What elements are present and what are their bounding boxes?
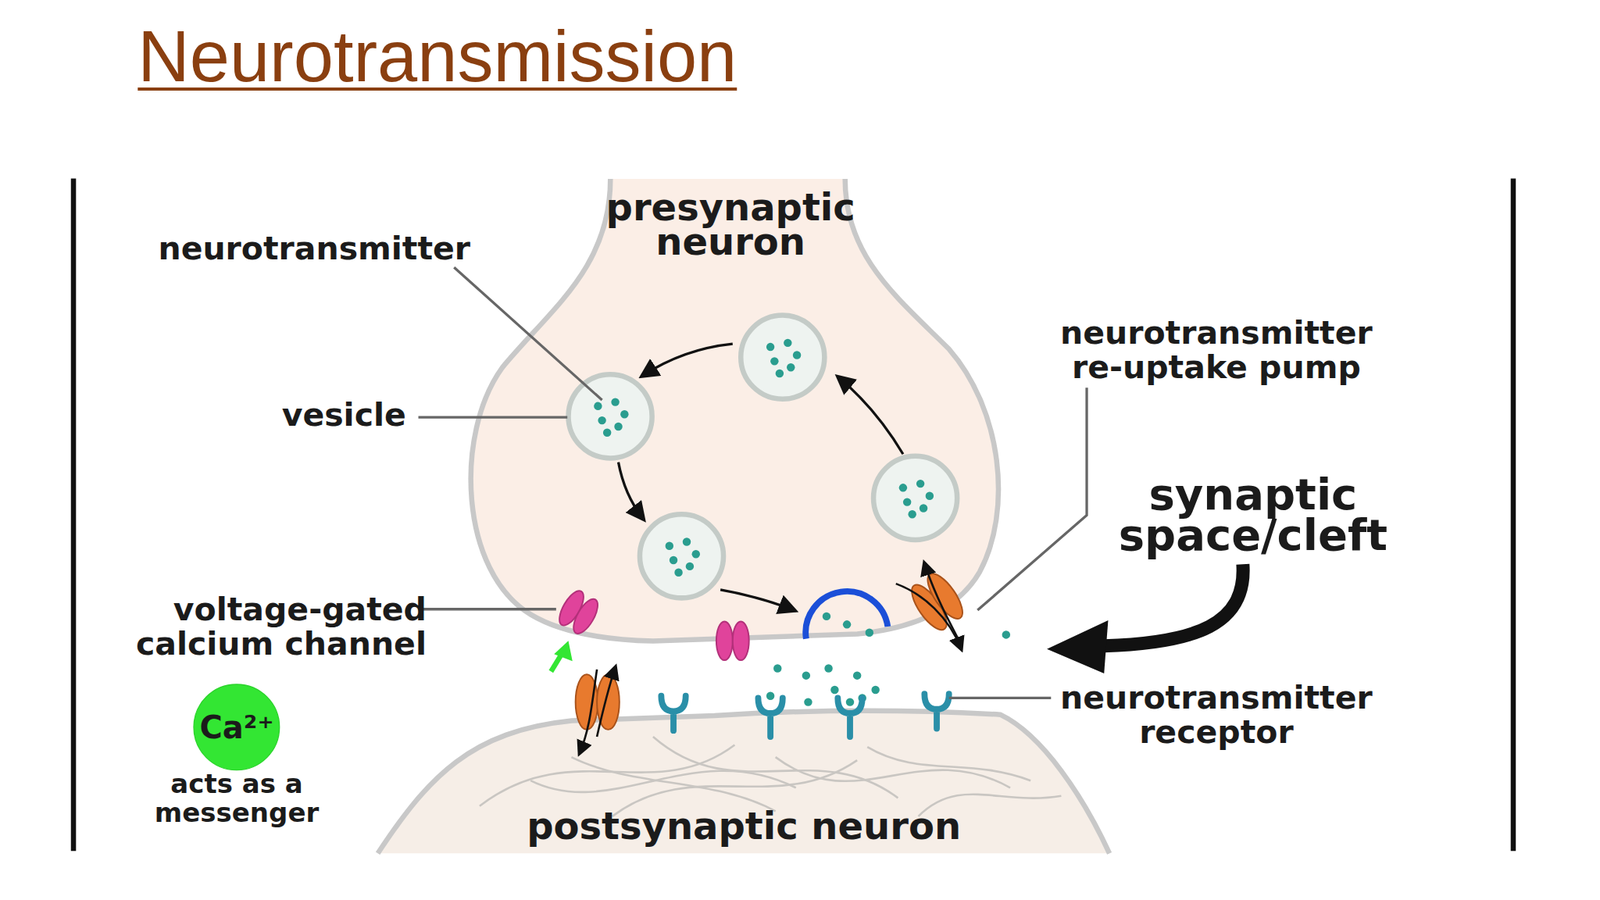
postsynaptic-neuron: postsynaptic neuron [375, 702, 1113, 856]
dot [871, 685, 879, 694]
arrow-head [553, 640, 573, 661]
part-label: vesicle [244, 397, 406, 433]
arrow-shaft [1103, 564, 1243, 646]
dot [766, 692, 775, 700]
presynaptic-neuron: presynaptic neuron [459, 175, 1011, 647]
arrow-head [1046, 620, 1108, 674]
neuron-membrane [470, 178, 998, 642]
part-label: neurotransmitter [157, 231, 505, 266]
part-label: neurotransmitter re-uptake pump [1042, 315, 1390, 386]
arrow-shaft [550, 653, 562, 672]
page-title: Neurotransmission [137, 20, 737, 93]
neuron-label: postsynaptic neuron [489, 807, 1000, 845]
frame-bar [1510, 178, 1517, 852]
note-label: acts as a messenger [144, 769, 329, 827]
ion-symbol: Ca²⁺ [193, 684, 280, 771]
dot [824, 664, 833, 672]
part-label: neurotransmitter receptor [1042, 680, 1390, 750]
part-label: voltage-gated calcium channel [100, 592, 427, 662]
dot [830, 685, 839, 694]
dot [853, 671, 861, 679]
dot [857, 693, 866, 702]
dot [1002, 630, 1011, 639]
neuron-membrane [377, 710, 1109, 854]
frame-bar [71, 178, 77, 852]
neuron-label: presynaptic neuron [577, 189, 884, 259]
ion-disc [193, 684, 280, 771]
calcium-influx-arrow [550, 640, 572, 672]
region-label: synaptic space/cleft [1100, 474, 1407, 555]
cleft-pointer-arrow [1046, 564, 1243, 674]
dot [803, 697, 812, 706]
dot [802, 671, 811, 679]
dot [773, 664, 782, 672]
calcium-ion-circle: Ca²⁺ [193, 684, 280, 771]
dot [846, 697, 854, 706]
leader-line [949, 696, 1052, 700]
